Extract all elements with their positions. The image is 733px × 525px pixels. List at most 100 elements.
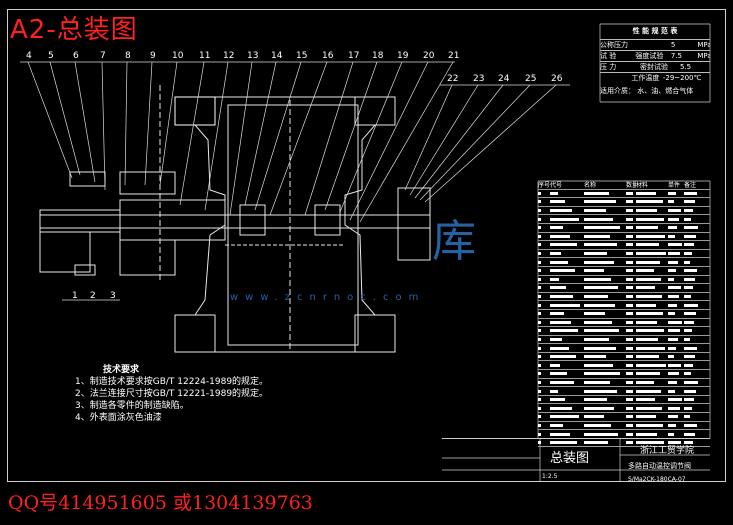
drawing-title: A2-总装图: [10, 15, 138, 45]
parts-cell: [550, 353, 584, 360]
parts-cell: [584, 241, 626, 248]
parts-cell: [584, 362, 626, 369]
parts-cell: [636, 422, 668, 429]
parts-cell: [584, 216, 626, 223]
perf-cell: 压 力: [600, 63, 617, 71]
parts-row-marker: [538, 269, 550, 273]
parts-cell: [684, 224, 700, 231]
parts-cell: [550, 379, 584, 386]
parts-row: [538, 370, 710, 379]
parts-cell: [626, 241, 636, 248]
parts-cell: [668, 198, 684, 205]
parts-cell: [550, 370, 584, 377]
parts-row: [538, 198, 710, 207]
parts-row-marker: [538, 217, 550, 221]
parts-row: [538, 267, 710, 276]
parts-row-marker: [538, 432, 550, 436]
parts-cell: [550, 241, 584, 248]
parts-cell: [636, 431, 668, 438]
parts-cell: [550, 431, 584, 438]
parts-cell: [626, 293, 636, 300]
parts-cell: [626, 190, 636, 197]
parts-header-row: 序号 代号 名称 数量 材料 单件 备注: [538, 181, 710, 190]
parts-cell: [636, 216, 668, 223]
parts-cell: [584, 379, 626, 386]
parts-row-marker: [538, 380, 550, 384]
callout-26: 26: [551, 74, 563, 84]
parts-cell: [584, 259, 626, 266]
parts-row-marker: [538, 441, 550, 445]
parts-cell: [636, 405, 668, 412]
parts-cell: [550, 413, 584, 420]
parts-cell: [584, 224, 626, 231]
callout-13: 13: [247, 51, 258, 61]
callout-18: 18: [372, 51, 384, 61]
parts-cell: [684, 388, 700, 395]
parts-cell: [668, 276, 684, 283]
requirement-item: 1、制造技术要求按GB/T 12224-1989的规定。: [75, 377, 269, 387]
parts-cell: [684, 310, 700, 317]
contact-info: QQ号414951605 或1304139763: [8, 492, 313, 514]
requirement-item: 4、外表面涂灰色油漆: [75, 413, 162, 423]
parts-cell: [684, 207, 700, 214]
parts-cell: [668, 396, 684, 403]
parts-cell: [626, 336, 636, 343]
parts-cell: [684, 216, 700, 223]
parts-cell: [550, 319, 584, 326]
parts-cell: [584, 267, 626, 274]
parts-cell: [684, 190, 700, 197]
parts-row-marker: [538, 234, 550, 238]
perf-cell: 密封试验: [640, 63, 668, 71]
parts-row: [538, 310, 710, 319]
parts-cell: [626, 413, 636, 420]
parts-row: [538, 387, 710, 396]
parts-cell: [636, 259, 668, 266]
parts-cell: [668, 336, 684, 343]
parts-row-marker: [538, 252, 550, 256]
perf-cell: 工作温度: [631, 74, 660, 82]
callout-23: 23: [473, 74, 484, 84]
callout-22: 22: [447, 74, 458, 84]
parts-cell: [626, 362, 636, 369]
parts-row: [538, 276, 710, 285]
parts-cell: [636, 284, 668, 291]
parts-cell: [584, 396, 626, 403]
parts-cell: [684, 276, 700, 283]
parts-row: [538, 413, 710, 422]
parts-cell: [626, 370, 636, 377]
parts-cell: [668, 216, 684, 223]
parts-cell: [626, 327, 636, 334]
parts-row-marker: [538, 277, 550, 281]
parts-cell: [684, 302, 700, 309]
callout-12: 12: [223, 51, 234, 61]
parts-cell: [668, 302, 684, 309]
parts-cell: [668, 207, 684, 214]
parts-row: [538, 344, 710, 353]
parts-cell: [668, 241, 684, 248]
parts-cell: [636, 413, 668, 420]
parts-row: [538, 293, 710, 302]
parts-cell: [550, 336, 584, 343]
parts-cell: [626, 259, 636, 266]
parts-cell: [636, 345, 668, 352]
watermark-logo: 库: [432, 216, 476, 267]
parts-cell: [626, 439, 636, 446]
parts-cell: [668, 319, 684, 326]
parts-row-marker: [538, 389, 550, 393]
parts-cell: [636, 276, 668, 283]
parts-cell: [636, 319, 668, 326]
parts-cell: [668, 345, 684, 352]
parts-cell: [668, 327, 684, 334]
parts-row: [538, 422, 710, 431]
perf-cell: MPa: [697, 41, 710, 49]
parts-row-marker: [538, 406, 550, 410]
parts-header-cell: 序号: [538, 182, 550, 190]
parts-row-marker: [538, 346, 550, 350]
parts-cell: [550, 267, 584, 274]
parts-cell: [626, 388, 636, 395]
parts-cell: [684, 250, 700, 257]
parts-cell: [684, 336, 700, 343]
parts-cell: [584, 190, 626, 197]
parts-cell: [550, 302, 584, 309]
parts-cell: [550, 293, 584, 300]
